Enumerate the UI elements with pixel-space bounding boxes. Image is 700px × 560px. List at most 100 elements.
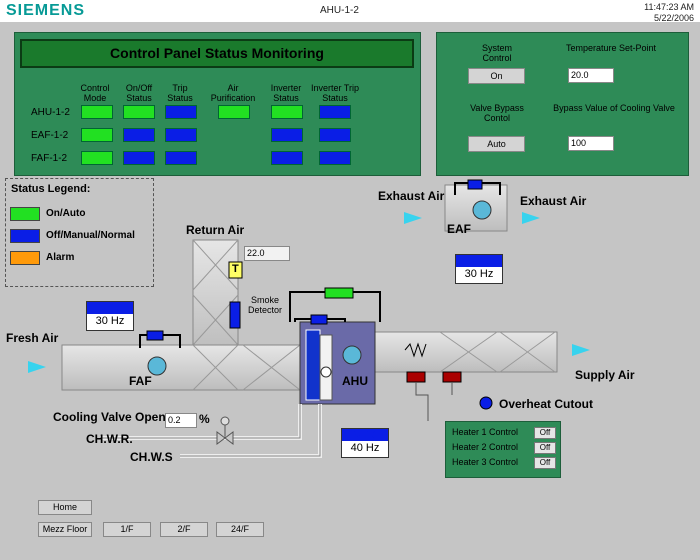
col-header-air-purification: Air Purification bbox=[210, 83, 256, 103]
faf-vfd-title: VFD bbox=[87, 302, 133, 314]
faf-vfd: VFD 30 Hz bbox=[86, 301, 134, 331]
eaf-status-box bbox=[467, 179, 483, 190]
temp-sensor-box bbox=[228, 261, 243, 279]
indicator-ahu-inverter-status bbox=[271, 105, 303, 119]
heater-1-label: Heater 1 Control bbox=[452, 427, 519, 437]
fresh-air-arrow bbox=[28, 361, 46, 373]
indicator-ahu-inverter-trip bbox=[319, 105, 351, 119]
faf-vfd-unit: Hz bbox=[110, 315, 125, 327]
return-duct bbox=[192, 239, 239, 351]
indicator-ahu-onoff bbox=[123, 105, 155, 119]
eaf-fan-icon bbox=[472, 200, 492, 220]
temp-setpoint-label: Temperature Set-Point bbox=[565, 43, 657, 53]
fresh-air-label: Fresh Air bbox=[6, 331, 59, 345]
indicator-ahu-air-purification bbox=[218, 105, 250, 119]
floor-24-button[interactable]: 24/F bbox=[216, 522, 264, 537]
return-temp-field: 22.0 bbox=[244, 246, 290, 261]
mezz-floor-button[interactable]: Mezz Floor bbox=[38, 522, 92, 537]
legend-label-on: On/Auto bbox=[46, 208, 86, 219]
fresh-air-duct bbox=[61, 344, 303, 391]
floor-2-button[interactable]: 2/F bbox=[160, 522, 208, 537]
indicator-ahu-trip bbox=[165, 105, 197, 119]
system-control-button[interactable]: On bbox=[468, 68, 525, 84]
col-header-control-mode: Control Mode bbox=[80, 83, 110, 103]
ahu-label: AHU bbox=[342, 374, 368, 388]
ahu-small-status-box bbox=[310, 314, 328, 325]
system-control-label: System Control bbox=[481, 43, 512, 63]
chws-label: CH.W.S bbox=[130, 450, 173, 464]
supply-air-label: Supply Air bbox=[575, 368, 635, 382]
siemens-logo: SIEMENS bbox=[6, 2, 86, 19]
row-label-ahu: AHU-1-2 bbox=[31, 107, 70, 118]
indicator-eaf-onoff bbox=[123, 128, 155, 142]
cooling-valve-field[interactable]: 0.2 bbox=[165, 413, 197, 428]
ahu-fan-icon bbox=[342, 345, 362, 365]
indicator-eaf-inverter-status bbox=[271, 128, 303, 142]
ahu-vfd: VFD 40 Hz bbox=[341, 428, 389, 458]
indicator-faf-control-mode bbox=[81, 151, 113, 165]
exhaust-air-out-label: Exhaust Air bbox=[520, 194, 587, 208]
bypass-value-label: Bypass Value of Cooling Valve bbox=[553, 103, 675, 113]
col-header-inverter-status: Inverter Status bbox=[270, 83, 302, 103]
floor-1-button[interactable]: 1/F bbox=[103, 522, 151, 537]
valve-bypass-button[interactable]: Auto bbox=[468, 136, 525, 152]
legend-label-alarm: Alarm bbox=[46, 252, 75, 263]
time-text: 11:47:23 AM bbox=[644, 2, 694, 12]
date-text: 5/22/2006 bbox=[653, 13, 694, 23]
home-button[interactable]: Home bbox=[38, 500, 92, 515]
indicator-faf-trip bbox=[165, 151, 197, 165]
legend-label-off: Off/Manual/Normal bbox=[46, 230, 135, 241]
temp-setpoint-field[interactable]: 20.0 bbox=[568, 68, 614, 83]
cooling-valve-label: Cooling Valve Open bbox=[53, 410, 166, 424]
heater-panel: Heater 1 Control Off Heater 2 Control Of… bbox=[445, 421, 561, 478]
indicator-faf-inverter-trip bbox=[319, 151, 351, 165]
ahu-coil bbox=[305, 329, 321, 401]
col-header-trip: Trip Status bbox=[167, 83, 193, 103]
ahu-status-box bbox=[324, 287, 354, 299]
return-air-label: Return Air bbox=[186, 223, 245, 237]
status-legend: Status Legend: On/Auto Off/Manual/Normal… bbox=[5, 178, 154, 287]
indicator-eaf-inverter-trip bbox=[319, 128, 351, 142]
heater-indicator-2 bbox=[442, 371, 462, 383]
exhaust-air-in-arrow bbox=[404, 212, 422, 224]
indicator-ahu-control-mode bbox=[81, 105, 113, 119]
bypass-value-field[interactable]: 100 bbox=[568, 136, 614, 151]
indicator-faf-onoff bbox=[123, 151, 155, 165]
legend-swatch-alarm bbox=[10, 251, 40, 265]
faf-status-box bbox=[146, 330, 164, 341]
smoke-detector-box bbox=[229, 301, 241, 329]
title-bar bbox=[0, 0, 700, 22]
heater-2-button[interactable]: Off bbox=[534, 442, 556, 454]
heater-indicator-1 bbox=[406, 371, 426, 383]
overheat-cutout-label: Overheat Cutout bbox=[499, 397, 594, 411]
smoke-detector-label: Smoke Detector bbox=[247, 295, 282, 315]
indicator-eaf-trip bbox=[165, 128, 197, 142]
status-panel: Control Panel Status Monitoring Control … bbox=[14, 32, 421, 176]
ahu-vfd-title: VFD bbox=[342, 429, 388, 441]
supply-air-arrow bbox=[572, 344, 590, 356]
clock: 11:47:23 AM 5/22/2006 bbox=[644, 2, 694, 24]
exhaust-air-in-label: Exhaust Air bbox=[378, 189, 445, 203]
faf-label: FAF bbox=[129, 374, 152, 388]
legend-swatch-off bbox=[10, 229, 40, 243]
heater-3-label: Heater 3 Control bbox=[452, 457, 519, 467]
eaf-vfd-unit: Hz bbox=[479, 268, 494, 280]
heater-3-button[interactable]: Off bbox=[534, 457, 556, 469]
eaf-vfd-title: VFD bbox=[456, 255, 502, 267]
eaf-label: EAF bbox=[447, 222, 471, 236]
exhaust-air-out-arrow bbox=[522, 212, 540, 224]
screen-title: AHU-1-2 bbox=[320, 5, 359, 16]
cooling-valve-unit: % bbox=[199, 412, 210, 426]
indicator-eaf-control-mode bbox=[81, 128, 113, 142]
eaf-vfd-value: 30 bbox=[464, 268, 477, 280]
col-header-onoff: On/Off Status bbox=[125, 83, 153, 103]
valve-icon bbox=[220, 416, 230, 426]
col-header-inverter-trip: Inverter Trip Status bbox=[310, 83, 359, 103]
heater-1-button[interactable]: Off bbox=[534, 427, 556, 439]
status-banner: Control Panel Status Monitoring bbox=[20, 39, 414, 68]
legend-swatch-on bbox=[10, 207, 40, 221]
indicator-faf-inverter-status bbox=[271, 151, 303, 165]
overheat-indicator bbox=[479, 396, 493, 410]
faf-vfd-value: 30 bbox=[95, 315, 108, 327]
